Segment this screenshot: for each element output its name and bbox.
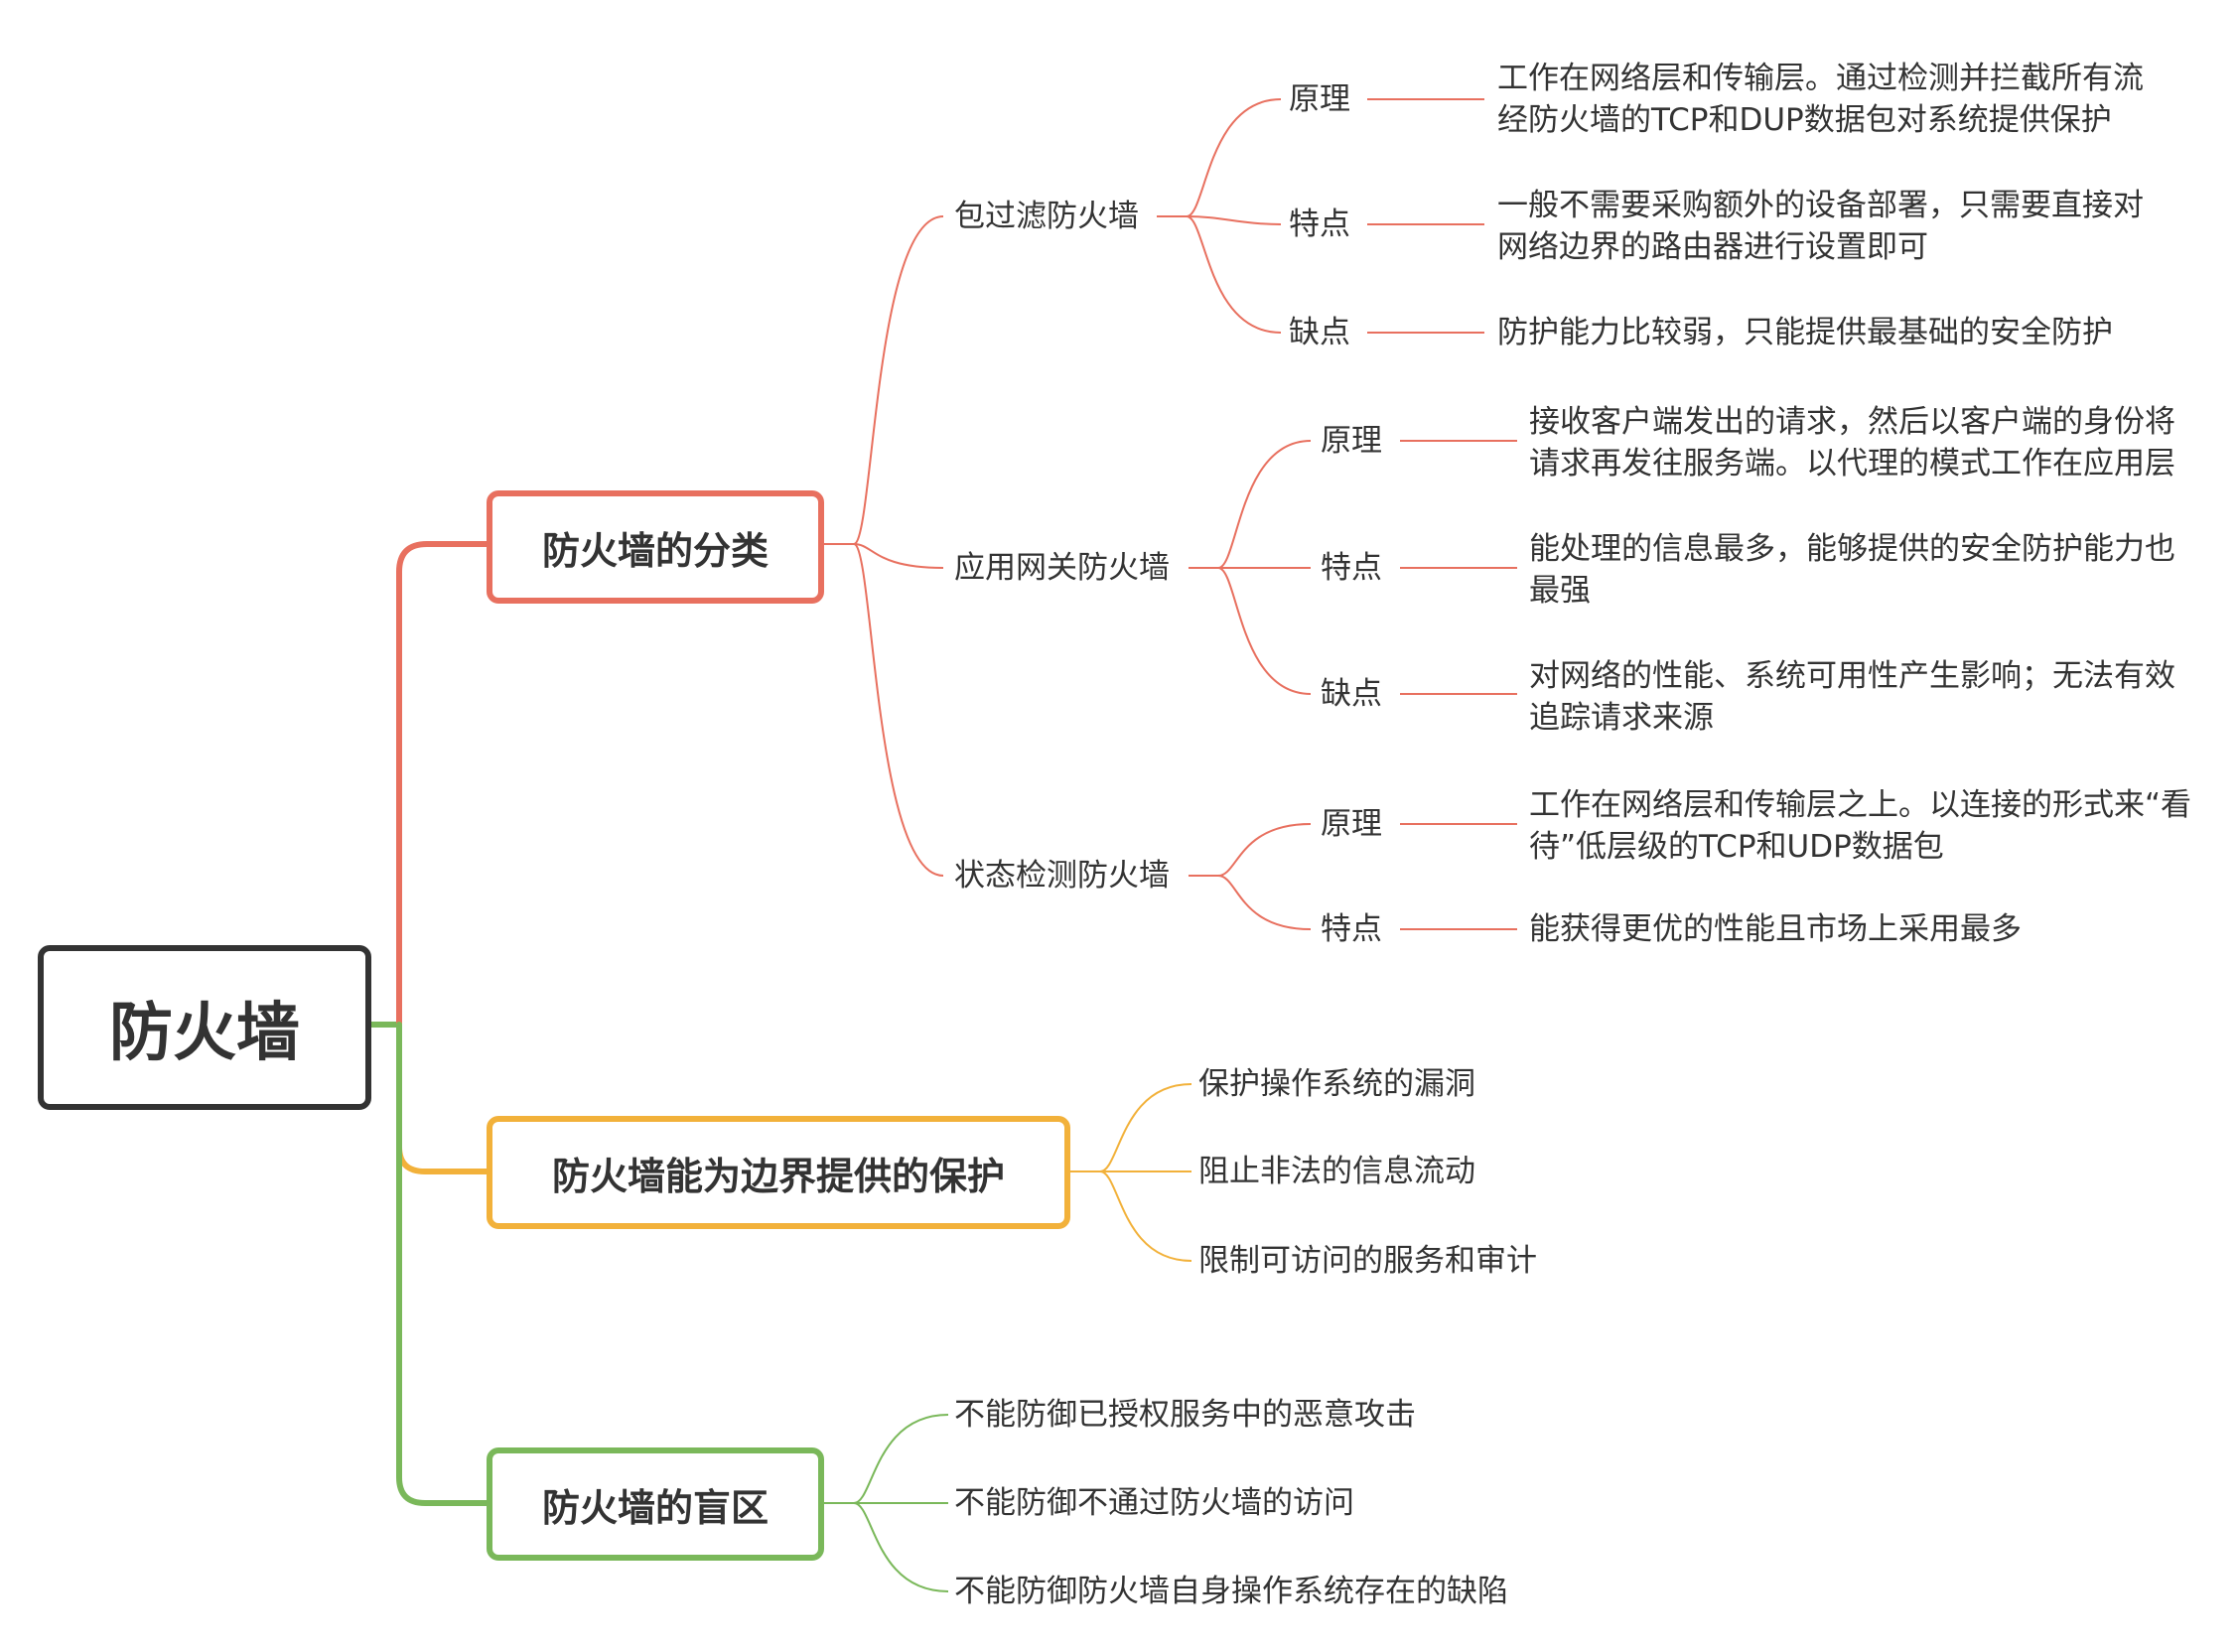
item-description: 接收客户端发出的请求，然后以客户端的身份将请求再发往服务端。以代理的模式工作在应… — [1529, 404, 2175, 482]
item-label[interactable]: 特点 — [1289, 206, 1350, 242]
branch-title: 防火墙的分类 — [541, 528, 769, 573]
blind-spot-item[interactable]: 不能防御不通过防火墙的访问 — [954, 1485, 1354, 1521]
topic-application-gateway[interactable]: 应用网关防火墙 — [954, 550, 1170, 586]
branch-classification[interactable]: 防火墙的分类 — [487, 490, 824, 604]
item-label[interactable]: 缺点 — [1321, 676, 1382, 712]
item-description: 一般不需要采购额外的设备部署，只需要直接对网络边界的路由器进行设置即可 — [1497, 188, 2144, 265]
item-label[interactable]: 原理 — [1321, 806, 1382, 842]
item-description: 对网络的性能、系统可用性产生影响；无法有效追踪请求来源 — [1529, 658, 2175, 736]
protection-item[interactable]: 阻止非法的信息流动 — [1198, 1154, 1475, 1189]
branch-title: 防火墙能为边界提供的保护 — [551, 1154, 1005, 1198]
branch-title: 防火墙的盲区 — [541, 1485, 769, 1530]
item-label[interactable]: 原理 — [1289, 81, 1350, 117]
root-title: 防火墙 — [109, 997, 300, 1070]
protection-item[interactable]: 限制可访问的服务和审计 — [1198, 1243, 1537, 1279]
item-description: 工作在网络层和传输层之上。以连接的形式来“看待”低层级的TCP和UDP数据包 — [1529, 787, 2192, 865]
item-description: 防护能力比较弱，只能提供最基础的安全防护 — [1497, 315, 2113, 350]
protection-item[interactable]: 保护操作系统的漏洞 — [1198, 1066, 1475, 1102]
item-label[interactable]: 缺点 — [1289, 315, 1350, 350]
item-description: 能获得更优的性能且市场上采用最多 — [1529, 911, 2022, 947]
blind-spot-item[interactable]: 不能防御已授权服务中的恶意攻击 — [954, 1397, 1416, 1433]
branch-protection[interactable]: 防火墙能为边界提供的保护 — [487, 1116, 1070, 1229]
root-node[interactable]: 防火墙 — [38, 945, 371, 1110]
topic-stateful-inspection[interactable]: 状态检测防火墙 — [954, 858, 1170, 894]
item-description: 工作在网络层和传输层。通过检测并拦截所有流经防火墙的TCP和DUP数据包对系统提… — [1497, 61, 2144, 138]
topic-packet-filter[interactable]: 包过滤防火墙 — [954, 199, 1139, 234]
branch-blind-spots[interactable]: 防火墙的盲区 — [487, 1447, 824, 1561]
item-description: 能处理的信息最多，能够提供的安全防护能力也最强 — [1529, 531, 2175, 609]
item-label[interactable]: 特点 — [1321, 911, 1382, 947]
item-label[interactable]: 原理 — [1321, 423, 1382, 459]
item-label[interactable]: 特点 — [1321, 550, 1382, 586]
blind-spot-item[interactable]: 不能防御防火墙自身操作系统存在的缺陷 — [954, 1574, 1508, 1609]
